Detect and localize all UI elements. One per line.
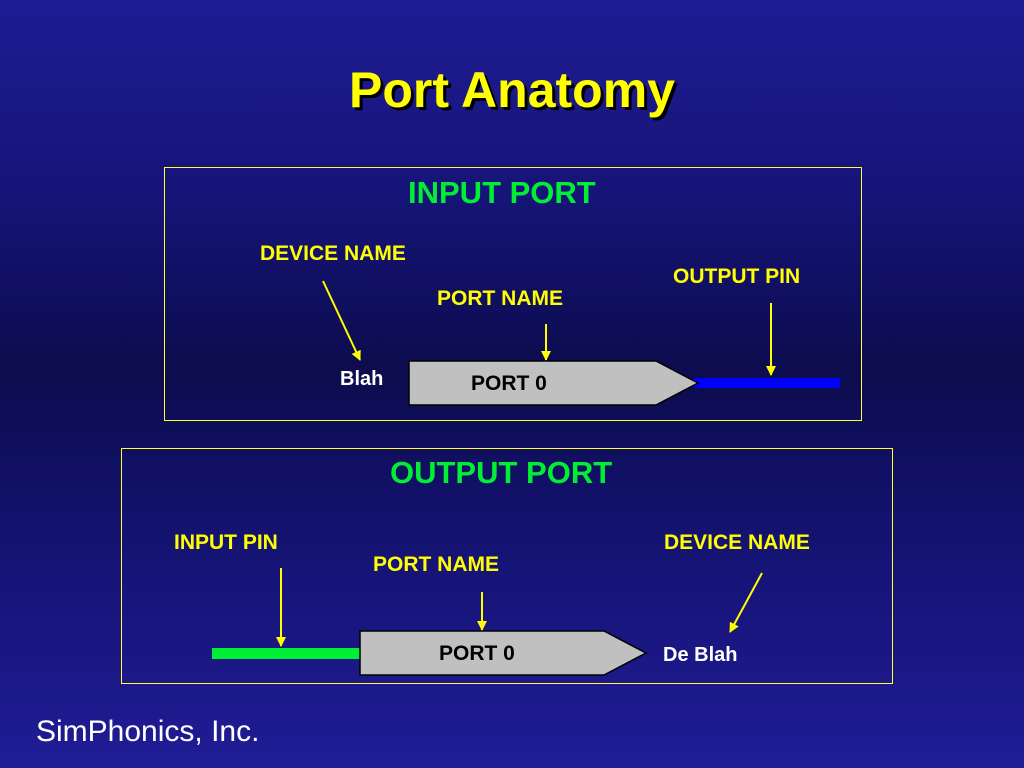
- output-pin-line: [694, 378, 840, 388]
- output-pin-label: OUTPUT PIN: [673, 265, 801, 288]
- output-port-body: [359, 630, 648, 676]
- port-value: PORT 0: [471, 372, 547, 395]
- input-pin-line: [212, 648, 362, 659]
- slide-title: Port Anatomy: [349, 62, 675, 118]
- input-pin-label: INPUT PIN: [174, 531, 278, 554]
- port-value: PORT 0: [439, 642, 515, 665]
- device-name-label: DEVICE NAME: [664, 531, 810, 554]
- input-port-panel: [164, 167, 862, 421]
- input-port-body: [408, 360, 700, 406]
- device-name-arrow-icon: [729, 572, 763, 633]
- output-port-panel: [121, 448, 893, 684]
- output-port-heading: OUTPUT PORT: [390, 455, 613, 490]
- port-name-label: PORT NAME: [437, 287, 563, 310]
- device-name-label: DEVICE NAME: [260, 242, 406, 265]
- input-port-heading: INPUT PORT: [408, 175, 596, 210]
- device-value: Blah: [340, 368, 384, 390]
- footer-company: SimPhonics, Inc.: [36, 715, 260, 748]
- device-value: De Blah: [663, 644, 738, 666]
- device-name-arrow-icon: [322, 280, 361, 361]
- port-name-label: PORT NAME: [373, 553, 499, 576]
